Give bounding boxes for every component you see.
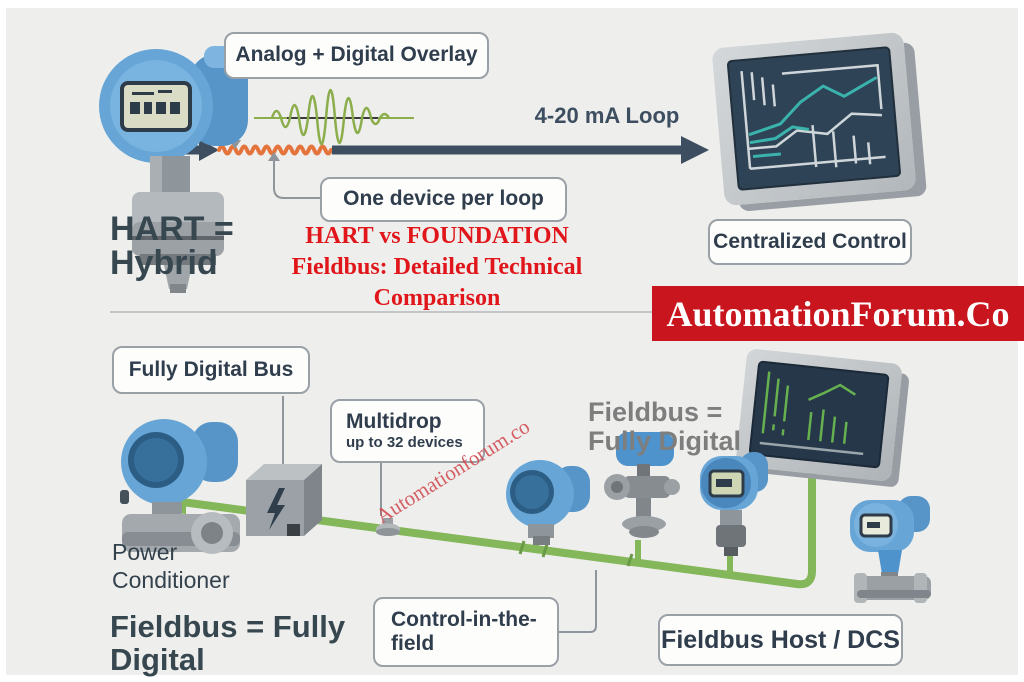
power-line2: Conditioner bbox=[112, 567, 230, 593]
host-chart bbox=[759, 371, 864, 456]
brand-banner: AutomationForum.Co bbox=[652, 286, 1024, 341]
power-conditioner-icon bbox=[246, 464, 322, 536]
label-text: Fully Digital Bus bbox=[128, 357, 294, 381]
brand-banner-text: AutomationForum.Co bbox=[666, 293, 1010, 334]
title-line2: Fieldbus: Detailed Technical bbox=[291, 254, 583, 280]
monitor-screen bbox=[748, 360, 890, 469]
label-multidrop: Multidrop up to 32 devices bbox=[330, 399, 485, 463]
label-fieldbus-host-dcs: Fieldbus Host / DCS bbox=[658, 614, 903, 666]
label-text: Analog + Digital Overlay bbox=[235, 43, 478, 67]
leader-arrow-up bbox=[268, 152, 280, 161]
control-line2: field bbox=[391, 632, 435, 655]
label-fieldbus-fully-digital-gray: Fieldbus = Fully Digital bbox=[588, 398, 741, 456]
gray-line2: Fully Digital bbox=[588, 426, 742, 456]
diagram-canvas: Analog + Digital Overlay One device per … bbox=[6, 8, 1024, 676]
label-fully-digital-bus: Fully Digital Bus bbox=[112, 346, 310, 394]
power-line1: Power bbox=[112, 539, 178, 565]
multidrop-line1: Multidrop bbox=[346, 410, 442, 434]
flow-meter-icon bbox=[850, 496, 931, 603]
arrowhead-right-large bbox=[681, 136, 709, 164]
label-text: Fieldbus Host / DCS bbox=[661, 625, 900, 654]
title-line1: HART vs FOUNDATION bbox=[305, 223, 569, 249]
label-centralized-control: Centralized Control bbox=[708, 219, 912, 265]
scada-chart bbox=[740, 63, 886, 171]
hart-transmitter-icon bbox=[99, 46, 248, 293]
label-4-20ma-loop: 4-20 mA Loop bbox=[524, 103, 690, 129]
label-analog-digital-overlay: Analog + Digital Overlay bbox=[224, 32, 489, 79]
lightning-bolt-icon bbox=[267, 488, 285, 530]
label-control-in-the-field: Control-in-the- field bbox=[373, 597, 559, 667]
control-valve-icon bbox=[604, 432, 680, 538]
dark-line2: Digital bbox=[110, 642, 205, 677]
hart-line2: Hybrid bbox=[110, 244, 218, 282]
control-line1: Control-in-the- bbox=[391, 607, 537, 631]
centralized-control-monitor bbox=[711, 31, 917, 207]
label-text: One device per loop bbox=[343, 187, 544, 211]
label-hart-hybrid: HART = Hybrid bbox=[110, 212, 234, 280]
lcd-segments bbox=[130, 90, 180, 114]
label-one-device-per-loop: One device per loop bbox=[320, 177, 567, 222]
gray-line1: Fieldbus = bbox=[588, 397, 723, 427]
pressure-transmitter-icon bbox=[506, 460, 590, 545]
signal-waveform bbox=[254, 89, 414, 145]
multidrop-line2: up to 32 devices bbox=[346, 434, 463, 452]
title-line3: Comparison bbox=[373, 285, 501, 311]
label-text: 4-20 mA Loop bbox=[534, 103, 680, 128]
hart-line1: HART = bbox=[110, 210, 234, 248]
flow-transmitter-icon bbox=[120, 419, 240, 554]
dark-line1: Fieldbus = Fully bbox=[110, 609, 346, 644]
transmitter-with-display-icon bbox=[700, 452, 768, 556]
monitor-screen bbox=[726, 46, 902, 191]
label-power-conditioner: Power Conditioner bbox=[112, 538, 230, 594]
fieldbus-host-monitor bbox=[735, 348, 903, 482]
label-fieldbus-fully-digital-dark: Fieldbus = Fully Digital bbox=[110, 610, 345, 676]
page-title: HART vs FOUNDATION Fieldbus: Detailed Te… bbox=[244, 221, 630, 314]
label-text: Centralized Control bbox=[713, 229, 907, 253]
